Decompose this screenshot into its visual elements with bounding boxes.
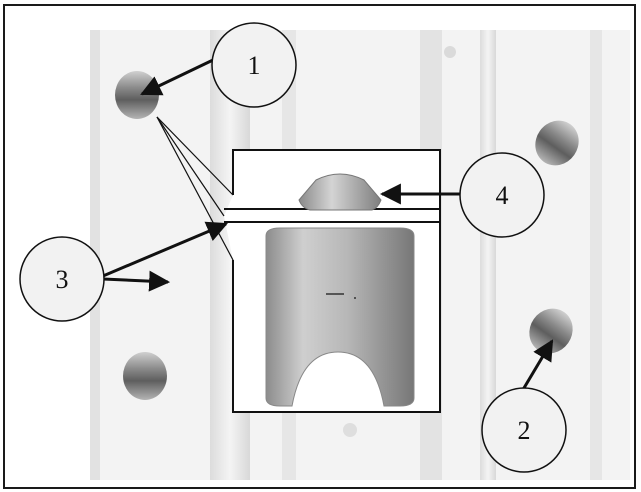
arrow-3a [102, 221, 228, 278]
mounting-hole-bottom-left [123, 352, 167, 400]
leader-lines [102, 58, 554, 394]
detail-inset [224, 149, 441, 413]
arrow-3b [102, 270, 171, 292]
callout-2: 2 [481, 387, 567, 473]
outer-frame [3, 4, 636, 489]
arrow-2 [519, 339, 554, 394]
cylinder-part [265, 227, 415, 407]
callout-4-label: 4 [496, 181, 509, 210]
callout-4: 4 [459, 152, 545, 238]
mounting-hole-top-left [115, 71, 159, 119]
callout-3-label: 3 [56, 265, 69, 294]
callout-3: 3 [19, 236, 105, 322]
callout-1-label: 1 [248, 51, 261, 80]
arrow-1 [140, 58, 214, 96]
callout-1: 1 [211, 22, 297, 108]
callout-2-label: 2 [518, 416, 531, 445]
cone-pin [298, 173, 382, 211]
mounting-hole-top-right [535, 120, 579, 166]
